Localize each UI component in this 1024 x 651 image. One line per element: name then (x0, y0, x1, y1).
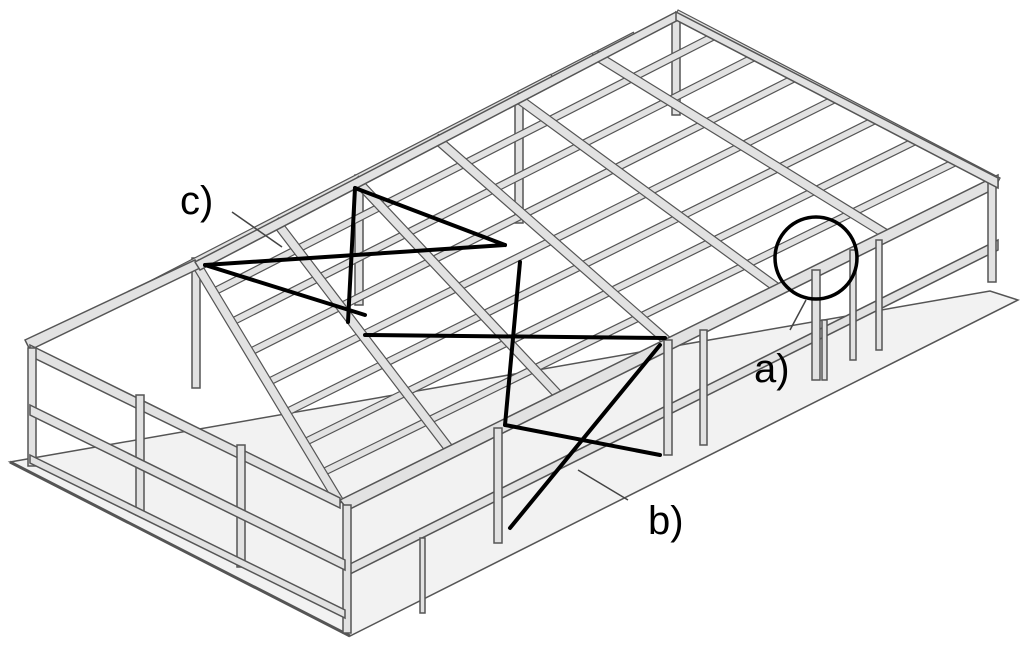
roof-brace-3 (346, 186, 357, 324)
rafter (592, 50, 892, 241)
detail-circle (773, 215, 859, 301)
back-structure (191, 14, 681, 389)
label-c: c) (180, 179, 213, 223)
bracing-lines (203, 186, 667, 530)
gable-end-wall (23, 259, 346, 620)
roof-brace-2 (203, 263, 367, 317)
leader-b (577, 469, 629, 501)
leader-a (789, 299, 807, 331)
roof-brace-6 (503, 260, 522, 427)
roof-brace-1 (203, 243, 507, 267)
leader-lines (231, 211, 807, 501)
leader-c (231, 211, 283, 248)
foundation-slab-edge (9, 460, 351, 638)
roof-brace-4 (353, 186, 507, 247)
ridge-and-eave (193, 10, 999, 271)
wall-brace-2 (508, 343, 662, 530)
label-a: a) (754, 347, 790, 391)
label-b: b) (648, 499, 684, 543)
rafter (512, 92, 783, 294)
